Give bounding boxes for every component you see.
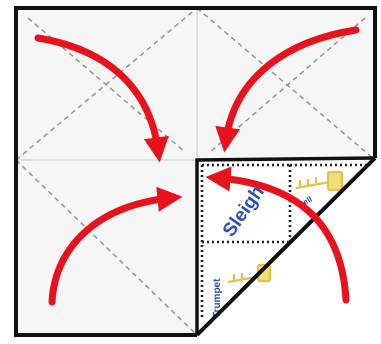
- fortune-teller-folding-diagram: Sleigh Trumpet Bell: [0, 0, 381, 344]
